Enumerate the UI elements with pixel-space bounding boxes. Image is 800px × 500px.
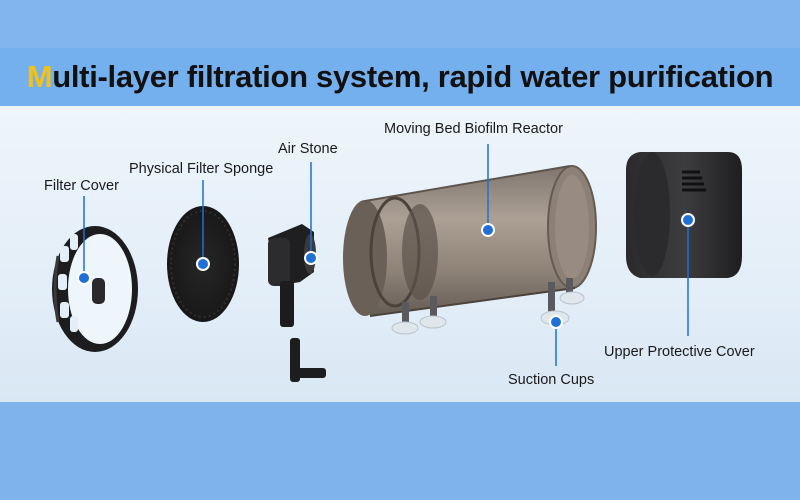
marker-dot-upper-cover (681, 213, 695, 227)
marker-dot-filter-cover (77, 271, 91, 285)
filter-cover-part (52, 226, 138, 352)
label-upper-protective-cover: Upper Protective Cover (604, 344, 755, 360)
exploded-parts-illustration (52, 144, 742, 382)
markers (77, 213, 695, 329)
title-first-letter: M (26, 59, 53, 94)
label-filter-cover: Filter Cover (44, 178, 119, 194)
air-stone-elbow-part (290, 338, 326, 382)
marker-dot-air-stone (304, 251, 318, 265)
page-title: Multi-layer filtration system, rapid wat… (27, 59, 774, 95)
leader-lines (83, 144, 689, 366)
label-suction-cups: Suction Cups (508, 372, 595, 388)
marker-dot-sponge (196, 257, 210, 271)
top-background-band (0, 0, 800, 48)
title-bar: Multi-layer filtration system, rapid wat… (0, 48, 800, 106)
bottom-background-band (0, 402, 800, 500)
air-stone-part (268, 224, 316, 327)
marker-dot-suction-cups (549, 315, 563, 329)
product-stage: Filter Cover Physical Filter Sponge Air … (0, 106, 800, 402)
title-rest: ulti-layer filtration system, rapid wate… (52, 59, 774, 94)
label-moving-bed-biofilm-reactor: Moving Bed Biofilm Reactor (384, 121, 563, 137)
label-physical-filter-sponge: Physical Filter Sponge (129, 161, 274, 177)
moving-bed-biofilm-reactor-part (343, 165, 597, 317)
label-air-stone: Air Stone (278, 141, 338, 157)
marker-dot-reactor (481, 223, 495, 237)
